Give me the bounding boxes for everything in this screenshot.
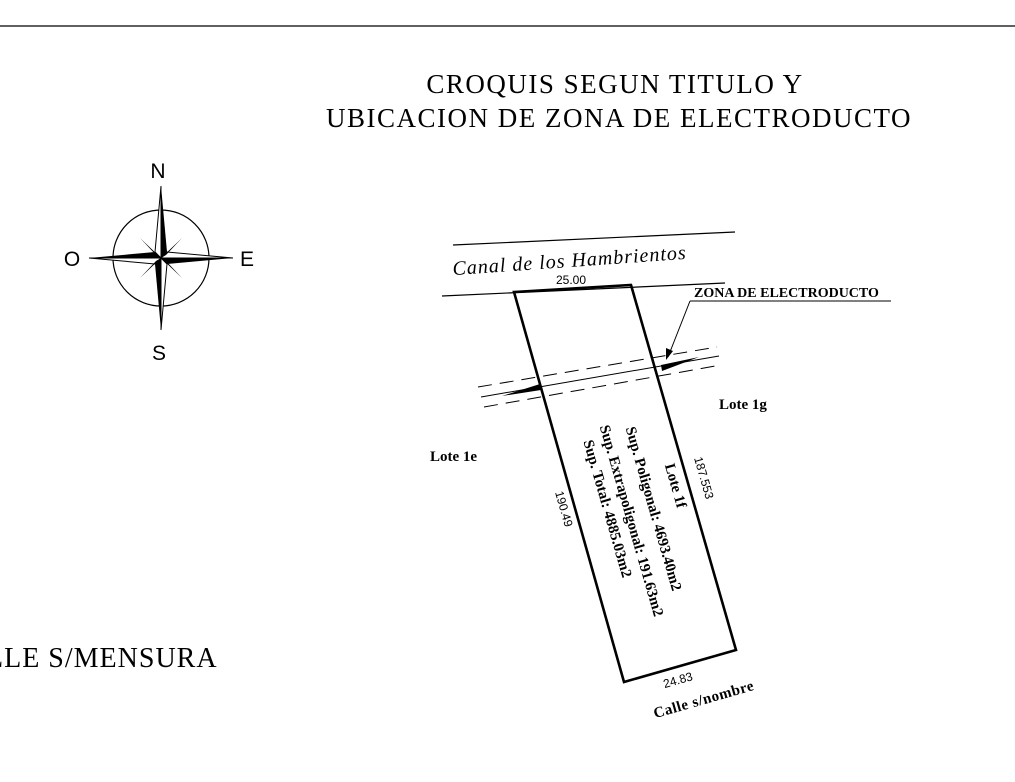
zona-electroducto-label: ZONA DE ELECTRODUCTO bbox=[694, 286, 879, 301]
lote-1e-label: Lote 1e bbox=[430, 449, 477, 465]
electroducto-zone-lines bbox=[477, 346, 722, 408]
compass-west-label: O bbox=[64, 248, 80, 271]
dimension-right: 187.553 bbox=[691, 455, 717, 501]
zona-leader-line bbox=[667, 300, 691, 358]
lote-1f-boundary bbox=[512, 283, 738, 684]
dimension-bottom: 24.83 bbox=[662, 669, 695, 691]
lote-1g-label: Lote 1g bbox=[719, 397, 767, 413]
title-line-1: CROQUIS SEGUN TITULO Y bbox=[426, 69, 803, 99]
canal-lower-line bbox=[441, 282, 726, 297]
compass-south-label: S bbox=[152, 342, 166, 365]
zona-leader-arrow-icon bbox=[666, 348, 673, 360]
compass-north-label: N bbox=[150, 160, 165, 183]
canal-upper-line bbox=[452, 231, 736, 246]
electroducto-arrow-left-icon bbox=[502, 384, 541, 396]
title-line-2: UBICACION DE ZONA DE ELECTRODUCTO bbox=[326, 103, 912, 133]
electroducto-arrow-right-icon bbox=[661, 357, 699, 371]
compass-east-label: E bbox=[240, 248, 254, 271]
dimension-top: 25.00 bbox=[556, 273, 586, 287]
compass-rose-icon bbox=[88, 185, 234, 331]
calle-mensura-label: LLE S/MENSURA bbox=[0, 643, 218, 674]
